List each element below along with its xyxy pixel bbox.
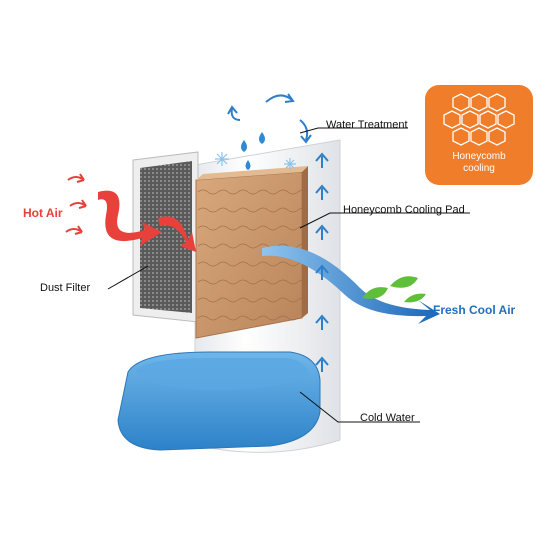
snowflake-icon <box>215 152 296 170</box>
hot-air-label: Hot Air <box>23 206 63 220</box>
leader-lines <box>107 127 470 423</box>
cool-air-arrow-icon <box>262 245 440 324</box>
hot-air-arrow-icon <box>65 173 87 235</box>
dust-filter-label: Dust Filter <box>40 282 91 294</box>
fresh-cool-air-label: Fresh Cool Air <box>433 303 516 317</box>
cold-water-tank <box>117 351 321 451</box>
up-arrow-icon <box>227 93 329 372</box>
badge-line1: Honeycomb <box>452 151 506 162</box>
honeycomb-cooling-badge <box>425 85 533 185</box>
water-drop-icon <box>241 132 265 170</box>
honeycomb-cooling-pad-label: Honeycomb Cooling Pad <box>343 204 465 216</box>
water-treatment-label: Water Treatment <box>326 119 408 131</box>
badge-caption: Honeycomb cooling <box>425 151 533 175</box>
hot-air-flow <box>98 190 196 252</box>
dust-filter <box>132 151 199 323</box>
badge-line2: cooling <box>463 163 495 174</box>
cold-water-label: Cold Water <box>360 412 415 424</box>
leaf-icon <box>362 276 426 303</box>
honeycomb-cooling-pad <box>195 166 309 339</box>
honeycomb-badge-icon <box>443 93 515 146</box>
